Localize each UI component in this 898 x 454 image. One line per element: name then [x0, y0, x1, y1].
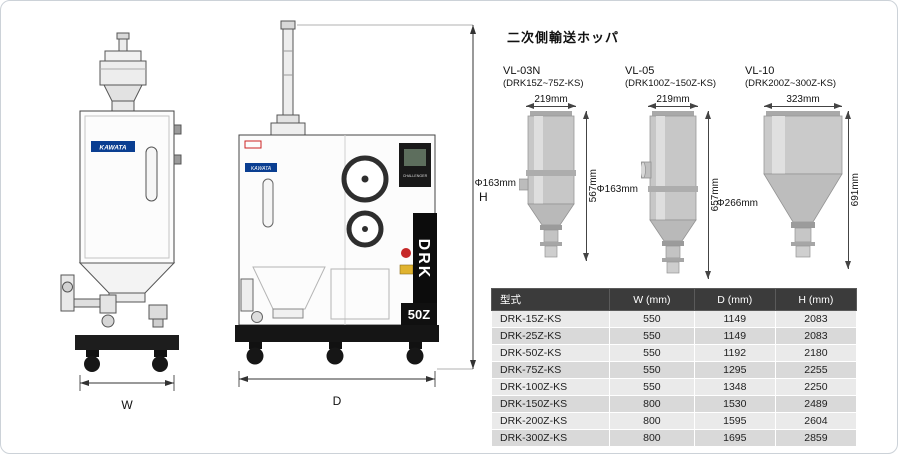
- kawata-logo-side: [245, 163, 277, 172]
- hopper-vl10: VL-10 (DRK200Z~300Z-KS) Φ266mm 323mm: [715, 65, 861, 269]
- width-dimension-line: [526, 103, 576, 109]
- hopper-figure: [519, 111, 576, 258]
- cell-model: DRK-25Z-KS: [491, 327, 610, 345]
- model-badge-text: 50Z: [408, 307, 430, 322]
- hopper-width-label: 323mm: [786, 94, 820, 105]
- dim-label-h: H: [479, 190, 488, 204]
- height-dimension-line: [705, 111, 711, 279]
- width-dimension-front: W: [79, 375, 175, 412]
- cell-w: 550: [609, 327, 695, 345]
- cell-h: 2250: [774, 378, 858, 396]
- cell-model: DRK-200Z-KS: [491, 412, 610, 430]
- hopper-diameter-label: Φ163mm: [596, 184, 638, 195]
- cell-h: 2083: [774, 310, 858, 328]
- hopper-figure: [763, 111, 843, 258]
- hopper-range-label: (DRK100Z~150Z-KS): [625, 78, 717, 89]
- hopper-height-label: 691mm: [850, 173, 861, 207]
- cell-h: 2180: [774, 344, 858, 362]
- cell-h: 2489: [774, 395, 858, 413]
- cell-w: 800: [609, 429, 695, 447]
- height-dimension-side: H: [470, 25, 488, 369]
- cell-w: 550: [609, 361, 695, 379]
- width-dimension-line: [764, 103, 842, 109]
- cell-h: 2255: [774, 361, 858, 379]
- table-row: DRK-300Z-KS 800 1695 2859: [491, 429, 858, 447]
- cell-d: 1295: [693, 361, 776, 379]
- hopper-model-label: VL-05: [625, 65, 655, 77]
- column-header-h: H (mm): [774, 288, 858, 311]
- hopper-width-label: 219mm: [656, 94, 690, 105]
- cell-w: 800: [609, 412, 695, 430]
- cell-d: 1348: [693, 378, 776, 396]
- depth-dimension-side: D: [238, 371, 436, 408]
- table-row: DRK-15Z-KS 550 1149 2083: [491, 310, 858, 328]
- table-row: DRK-50Z-KS 550 1192 2180: [491, 344, 858, 362]
- column-header-d: D (mm): [693, 288, 776, 311]
- drk-badge-text: DRK: [415, 239, 432, 280]
- table-row: DRK-25Z-KS 550 1149 2083: [491, 327, 858, 345]
- cell-d: 1149: [693, 310, 776, 328]
- cell-w: 550: [609, 378, 695, 396]
- cell-d: 1595: [693, 412, 776, 430]
- hopper-model-label: VL-10: [745, 65, 775, 77]
- hopper-range-label: (DRK200Z~300Z-KS): [745, 78, 837, 89]
- cell-d: 1192: [693, 344, 776, 362]
- cell-model: DRK-15Z-KS: [491, 310, 610, 328]
- kawata-logo-text-side: KAWATA: [251, 166, 272, 172]
- cell-model: DRK-300Z-KS: [491, 429, 610, 447]
- spec-table: 型式 W (mm) D (mm) H (mm) DRK-15Z-KS 550 1…: [491, 288, 858, 447]
- hopper-figure: [641, 111, 698, 274]
- model-badge-plate: [401, 303, 437, 325]
- kawata-logo-text-front: KAWATA: [99, 145, 127, 152]
- machine-side-drawing: KAWATA CHALLENGER DRK 50Z: [223, 17, 495, 426]
- column-header-model: 型式: [491, 288, 610, 311]
- hopper-vl03n: VL-03N (DRK15Z~75Z-KS) Φ163mm 219mm: [473, 65, 599, 261]
- cell-model: DRK-100Z-KS: [491, 378, 610, 396]
- table-row: DRK-150Z-KS 800 1530 2489: [491, 395, 858, 413]
- kawata-logo-front: [91, 141, 135, 152]
- table-row: DRK-75Z-KS 550 1295 2255: [491, 361, 858, 379]
- hopper-range-label: (DRK15Z~75Z-KS): [503, 78, 584, 89]
- height-dimension-line: [845, 111, 851, 269]
- table-header-row: 型式 W (mm) D (mm) H (mm): [491, 288, 858, 311]
- emergency-button: [401, 248, 411, 258]
- cell-w: 550: [609, 310, 695, 328]
- cell-d: 1530: [693, 395, 776, 413]
- cell-d: 1695: [693, 429, 776, 447]
- hopper-width-label: 219mm: [534, 94, 568, 105]
- table-row: DRK-100Z-KS 550 1348 2250: [491, 378, 858, 396]
- cell-h: 2083: [774, 327, 858, 345]
- dim-label-d: D: [333, 394, 342, 408]
- width-dimension-line: [648, 103, 698, 109]
- panel-brand-text: CHALLENGER: [403, 174, 428, 178]
- drk-badge: [413, 213, 437, 305]
- table-row: DRK-200Z-KS 800 1595 2604: [491, 412, 858, 430]
- hopper-diameter-label: Φ163mm: [474, 178, 516, 189]
- hopper-diameter-label: Φ266mm: [716, 198, 758, 209]
- cell-d: 1149: [693, 327, 776, 345]
- height-dimension-line: [583, 111, 589, 261]
- cell-model: DRK-150Z-KS: [491, 395, 610, 413]
- machine-front-svg: KAWATA W: [60, 32, 182, 412]
- dim-label-w: W: [121, 398, 133, 412]
- hopper-model-label: VL-03N: [503, 65, 541, 77]
- column-header-w: W (mm): [609, 288, 695, 311]
- section-title: 二次側輸送ホッパ: [507, 30, 620, 45]
- cell-h: 2604: [774, 412, 858, 430]
- cell-w: 550: [609, 344, 695, 362]
- hopper-vl05: VL-05 (DRK100Z~150Z-KS) Φ163mm 219mm: [595, 65, 721, 279]
- cell-w: 800: [609, 395, 695, 413]
- cell-model: DRK-50Z-KS: [491, 344, 610, 362]
- machine-side-svg: KAWATA CHALLENGER DRK 50Z: [235, 20, 488, 408]
- machine-front-drawing: KAWATA W: [53, 29, 203, 424]
- cell-h: 2859: [774, 429, 858, 447]
- cell-model: DRK-75Z-KS: [491, 361, 610, 379]
